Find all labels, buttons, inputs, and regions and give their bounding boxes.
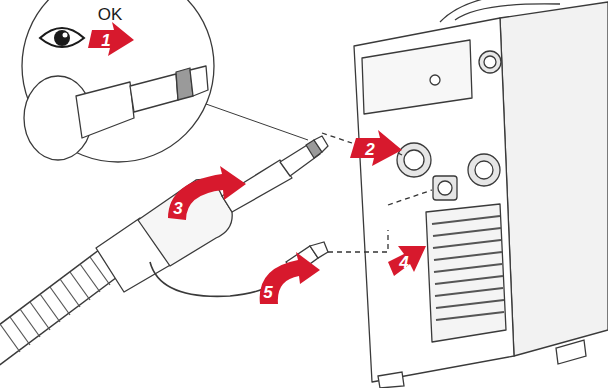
callout-number: 3 — [173, 200, 182, 217]
power-socket-inner — [404, 150, 424, 170]
control-plug-tip — [310, 242, 328, 258]
detail-inset — [22, 0, 214, 162]
display-panel — [362, 40, 472, 114]
machine-side — [500, 2, 608, 356]
earth-socket — [468, 154, 500, 186]
callout-number: 5 — [263, 284, 272, 301]
callout-number: 2 — [365, 141, 374, 158]
status-text: OK — [98, 6, 123, 23]
callout-arrow — [168, 166, 246, 220]
plug-tip — [314, 136, 328, 152]
button — [430, 75, 440, 85]
knob — [479, 51, 501, 73]
cable-outline — [0, 262, 110, 352]
callout-arrow — [260, 252, 320, 304]
cable — [0, 262, 110, 352]
grille-slats — [432, 216, 504, 320]
knob-cap — [484, 56, 496, 68]
inset-tip — [190, 66, 208, 96]
inset-body — [76, 82, 134, 138]
inset-leader — [206, 104, 308, 140]
eye-icon — [40, 28, 84, 47]
control-socket — [433, 176, 457, 200]
foot — [556, 340, 586, 364]
callout-number: 1 — [101, 32, 110, 49]
callout-arrow — [88, 22, 134, 56]
machine-front — [354, 18, 514, 382]
inset-shaft — [130, 74, 178, 112]
power-socket — [397, 143, 431, 177]
foot — [378, 372, 404, 388]
callout-arrow — [350, 130, 402, 166]
callout-number: 4 — [399, 254, 408, 271]
callout-arrow — [388, 246, 426, 276]
vent-grille — [426, 204, 506, 342]
earth-socket-inner — [475, 161, 493, 179]
control-socket-inner — [438, 181, 452, 195]
cable-ribs — [0, 257, 110, 352]
